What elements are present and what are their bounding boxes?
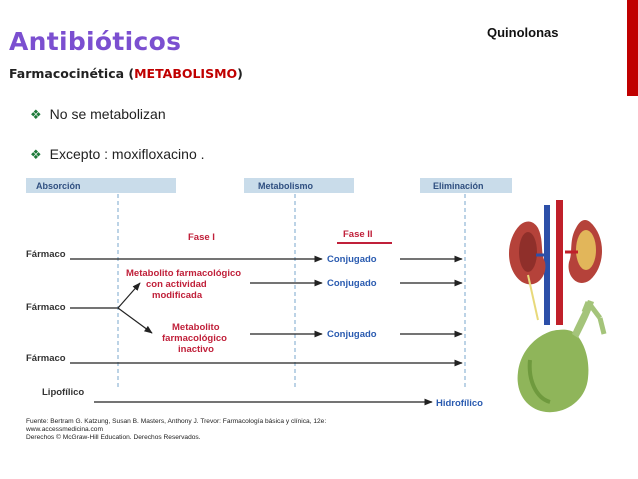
citation-line: Derechos © McGraw-Hill Education. Derech…: [26, 433, 201, 441]
farmaco-label-2: Fármaco: [26, 302, 66, 313]
diamond-bullet-icon: ❖: [30, 107, 42, 122]
fase-2-label: Fase II: [343, 229, 373, 240]
header-bar-absorcion: [26, 178, 176, 193]
citation-line: Fuente: Bertram G. Katzung, Susan B. Mas…: [26, 418, 326, 425]
gallbladder-illustration: [517, 300, 607, 413]
conjugado-label-2: Conjugado: [327, 278, 377, 289]
flow-arrow: [117, 282, 141, 309]
fase-1-label: Fase I: [188, 232, 215, 243]
flow-arrow: [117, 307, 153, 334]
farmaco-label-3: Fármaco: [26, 353, 66, 364]
bullet-item: ❖Excepto : moxifloxacino .: [30, 146, 205, 162]
diamond-bullet-icon: ❖: [30, 147, 42, 162]
farmaco-label-1: Fármaco: [26, 249, 66, 260]
header-eliminacion: Eliminación: [433, 181, 484, 191]
conjugado-label-1: Conjugado: [327, 254, 377, 265]
slide-subtitle: Farmacocinética (METABOLISMO): [9, 66, 243, 81]
citation-line: www.accessmedicina.com: [25, 426, 103, 433]
topic-label: Quinolonas: [487, 25, 559, 40]
bullet-item: ❖No se metabolizan: [30, 106, 166, 122]
subtitle-highlight: METABOLISMO: [134, 66, 238, 81]
conjugado-label-3: Conjugado: [327, 329, 377, 340]
accent-bar: [627, 0, 638, 96]
kidney-illustration: [508, 200, 602, 325]
hidrofilico-label: Hidrofílico: [436, 398, 483, 409]
header-absorcion: Absorción: [36, 181, 81, 191]
lipofilico-label: Lipofílico: [42, 387, 84, 398]
header-metabolismo: Metabolismo: [258, 181, 314, 191]
header-bar-metabolismo: [244, 178, 354, 193]
header-bar-eliminacion: [420, 178, 512, 193]
slide-title: Antibióticos: [9, 27, 182, 56]
